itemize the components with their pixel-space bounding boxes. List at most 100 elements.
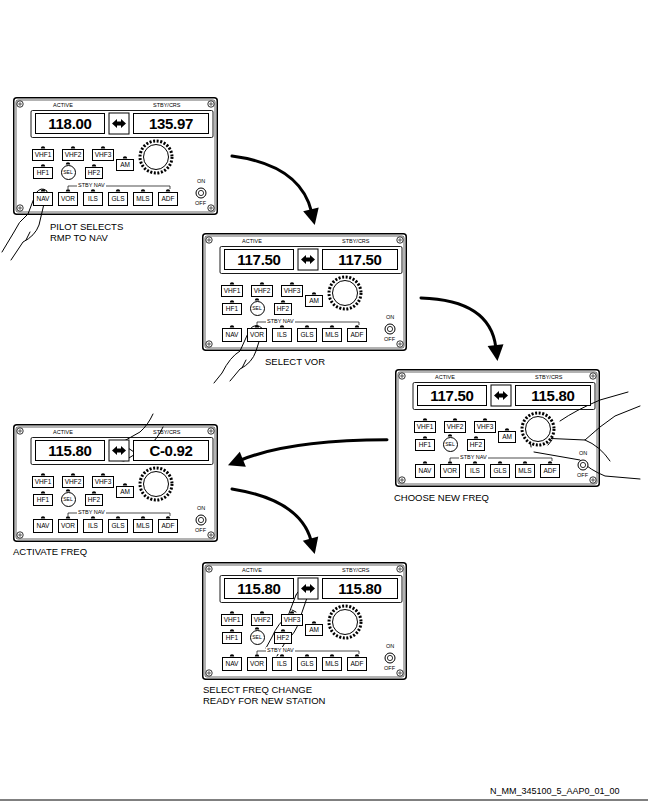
frequency-window: 115.80 bbox=[224, 578, 294, 599]
selector-key: MLS bbox=[133, 519, 153, 533]
frequency-readout: C-0.92 bbox=[149, 441, 192, 460]
selector-key: HF1 bbox=[222, 632, 242, 644]
frequency-readout: 135.97 bbox=[149, 114, 193, 133]
selector-key: ILS bbox=[465, 464, 485, 478]
selector-key: HF2 bbox=[85, 494, 103, 506]
footer-rule bbox=[0, 800, 648, 801]
step-caption: SELECT VOR bbox=[265, 356, 415, 367]
display-bezel bbox=[413, 383, 595, 410]
panel-inner-frame bbox=[16, 100, 215, 212]
key-label: ADF bbox=[351, 331, 364, 339]
key-label: ILS bbox=[277, 660, 287, 668]
panel-inner-frame bbox=[398, 372, 597, 484]
key-label: VHF3 bbox=[284, 616, 301, 624]
flow-arrow bbox=[232, 489, 318, 554]
panel-inner-frame bbox=[205, 565, 404, 677]
selector-key: AM bbox=[498, 431, 516, 443]
selector-key: VHF1 bbox=[32, 476, 54, 488]
selector-key: ILS bbox=[272, 328, 292, 342]
tuning-knob-face bbox=[144, 145, 169, 170]
panel-label: OFF bbox=[195, 200, 206, 207]
flow-arrow bbox=[232, 156, 319, 225]
panel-label: STBY NAV bbox=[266, 647, 295, 654]
panel-frame bbox=[14, 425, 218, 542]
key-label: HF2 bbox=[277, 634, 289, 642]
key-label: VHF1 bbox=[417, 423, 434, 431]
screw bbox=[397, 566, 403, 572]
key-label: VHF2 bbox=[254, 287, 271, 295]
key-label: GLS bbox=[111, 195, 124, 203]
selector-key: AM bbox=[116, 486, 134, 498]
select-button: SEL bbox=[61, 165, 76, 180]
frequency-window: 117.50 bbox=[224, 249, 294, 270]
key-label: VHF3 bbox=[284, 287, 301, 295]
tuning-knob-face bbox=[333, 610, 358, 635]
key-label: AM bbox=[502, 433, 512, 441]
tuning-knob bbox=[140, 141, 172, 173]
selector-key: VOR bbox=[247, 328, 267, 342]
display-bezel bbox=[31, 111, 213, 138]
hands bbox=[2, 189, 640, 656]
frequency-window: 115.80 bbox=[35, 440, 105, 461]
screw bbox=[590, 373, 596, 379]
key-label: AM bbox=[309, 297, 319, 305]
panel-label: ON bbox=[197, 505, 205, 512]
key-label: GLS bbox=[111, 522, 124, 530]
key-label: VHF1 bbox=[35, 151, 52, 159]
tuning-knob-face bbox=[333, 281, 358, 306]
key-label: ILS bbox=[470, 467, 480, 475]
screw bbox=[208, 532, 214, 538]
key-label: GLS bbox=[493, 467, 506, 475]
panel-label: ACTIVE bbox=[53, 429, 73, 436]
key-label: HF1 bbox=[419, 441, 431, 449]
selector-key: VHF3 bbox=[92, 476, 114, 488]
power-switch bbox=[385, 324, 395, 334]
key-label: NAV bbox=[37, 195, 50, 203]
screw bbox=[399, 477, 405, 483]
display-bezel bbox=[220, 576, 402, 603]
screw-slot bbox=[18, 533, 22, 537]
key-label: VHF1 bbox=[224, 287, 241, 295]
panel-label: ACTIVE bbox=[242, 567, 262, 574]
power-switch bbox=[196, 188, 206, 198]
key-label: HF1 bbox=[226, 305, 238, 313]
selector-key: MLS bbox=[322, 328, 342, 342]
frequency-window: 115.80 bbox=[515, 385, 591, 406]
key-label: SEL bbox=[63, 169, 72, 175]
frequency-readout: 115.80 bbox=[48, 441, 91, 460]
step-caption: PILOT SELECTS RMP TO NAV bbox=[50, 221, 135, 243]
key-label: ILS bbox=[88, 195, 98, 203]
selector-key: VHF1 bbox=[32, 149, 54, 161]
screw bbox=[397, 670, 403, 676]
transfer-key bbox=[109, 113, 129, 134]
screw bbox=[208, 101, 214, 107]
key-label: ILS bbox=[277, 331, 287, 339]
key-label: ADF bbox=[351, 660, 364, 668]
key-label: HF2 bbox=[88, 169, 100, 177]
key-label: AM bbox=[309, 626, 319, 634]
power-switch bbox=[385, 653, 395, 663]
screw-slot bbox=[398, 342, 402, 346]
key-label: SEL bbox=[252, 305, 261, 311]
screw-slot bbox=[209, 102, 213, 106]
selector-key: VHF2 bbox=[251, 285, 273, 297]
selector-key: HF1 bbox=[33, 167, 53, 179]
selector-key: HF2 bbox=[467, 439, 485, 451]
radio-management-panel: ACTIVESTBY/CRSSTBY NAVONOFFSELECT VOR117… bbox=[202, 233, 407, 351]
panel-label: STBY/CRS bbox=[342, 567, 370, 574]
key-label: MLS bbox=[136, 522, 149, 530]
key-label: VHF2 bbox=[65, 478, 82, 486]
flow-arrow-line bbox=[241, 440, 387, 460]
tuning-knob bbox=[140, 468, 172, 500]
key-label: NAV bbox=[37, 522, 50, 530]
transfer-arrow bbox=[112, 446, 126, 455]
selector-key: ADF bbox=[158, 519, 178, 533]
selector-key: VHF1 bbox=[221, 285, 243, 297]
transfer-arrow bbox=[301, 584, 315, 593]
display-bezel bbox=[220, 247, 402, 274]
key-label: NAV bbox=[419, 467, 432, 475]
key-label: VOR bbox=[250, 660, 264, 668]
selector-key: MLS bbox=[515, 464, 535, 478]
key-label: MLS bbox=[325, 660, 338, 668]
step-caption: ACTIVATE FREQ bbox=[13, 546, 163, 557]
